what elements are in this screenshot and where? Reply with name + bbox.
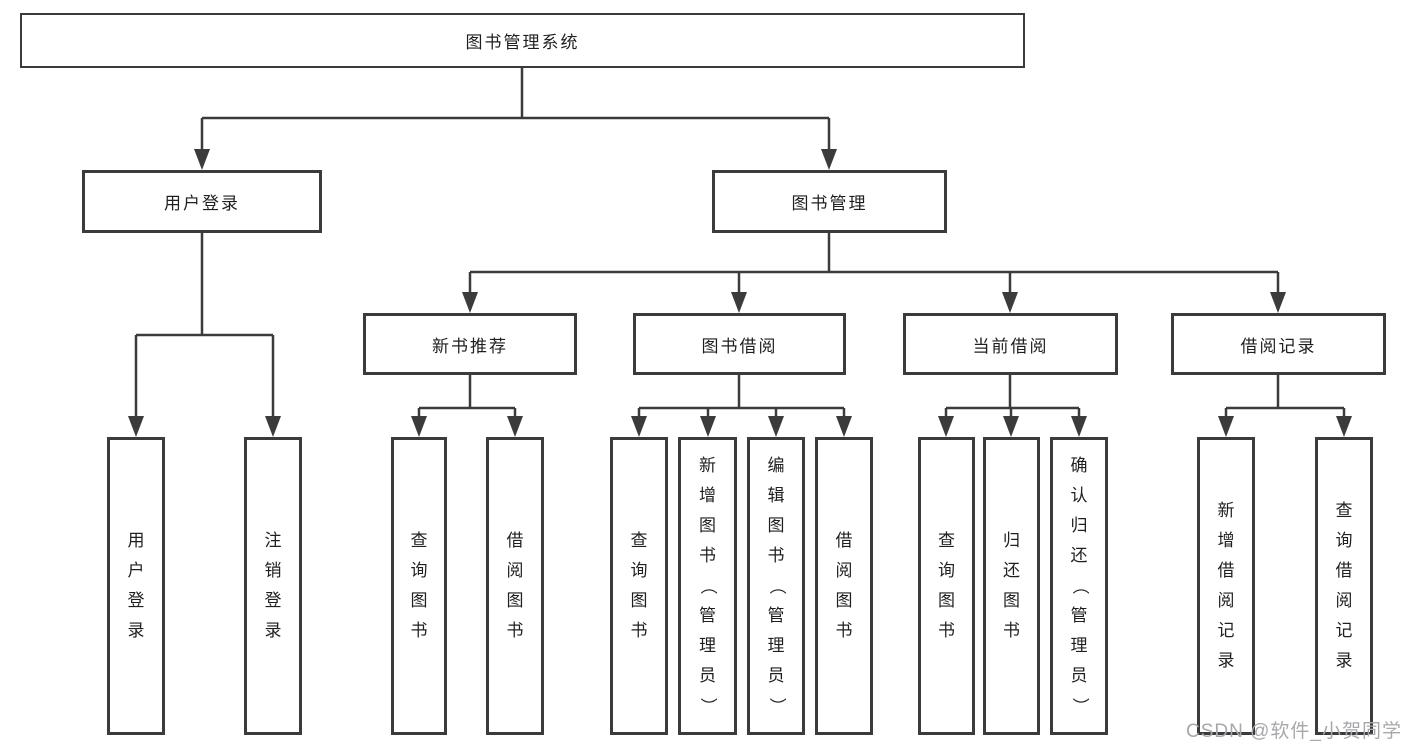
node-label: 注销登录 bbox=[264, 531, 282, 640]
node-book-management: 图书管理 bbox=[712, 170, 947, 233]
node-label: 当前借阅 bbox=[972, 336, 1049, 356]
leaf-logout: 注销登录 bbox=[244, 437, 302, 735]
node-label: 查询借阅记录 bbox=[1335, 501, 1353, 670]
node-label: 新增图书（管理员） bbox=[698, 456, 718, 715]
node-label: 确认归还（管理员） bbox=[1070, 456, 1089, 715]
node-new-book-recommendation: 新书推荐 bbox=[363, 313, 577, 375]
node-current-borrowing: 当前借阅 bbox=[903, 313, 1118, 375]
leaf-edit-books-admin: 编辑图书（管理员） bbox=[747, 437, 805, 735]
leaf-confirm-return-admin: 确认归还（管理员） bbox=[1050, 437, 1108, 735]
node-label: 查询图书 bbox=[938, 531, 955, 640]
node-label: 借阅图书 bbox=[835, 531, 853, 640]
leaf-query-borrow-record: 查询借阅记录 bbox=[1315, 437, 1373, 735]
watermark: CSDN @软件_小贺同学 bbox=[1186, 721, 1402, 742]
node-label: 新增借阅记录 bbox=[1217, 501, 1235, 670]
node-label: 借阅图书 bbox=[506, 531, 524, 640]
node-label: 编辑图书（管理员） bbox=[767, 456, 786, 715]
leaf-borrow-books-recommend: 借阅图书 bbox=[486, 437, 544, 735]
leaf-add-borrow-record: 新增借阅记录 bbox=[1197, 437, 1255, 735]
node-label: 查询图书 bbox=[410, 531, 428, 640]
node-label: 用户登录 bbox=[164, 194, 240, 213]
node-label: 借阅记录 bbox=[1240, 336, 1317, 356]
leaf-add-books-admin: 新增图书（管理员） bbox=[678, 437, 737, 735]
node-label: 查询图书 bbox=[630, 531, 648, 640]
node-label: 图书管理 bbox=[791, 194, 868, 213]
node-label: 新书推荐 bbox=[432, 336, 508, 356]
node-borrowing-records: 借阅记录 bbox=[1171, 313, 1386, 375]
leaf-user-login: 用户登录 bbox=[107, 437, 165, 735]
leaf-borrow-books: 借阅图书 bbox=[815, 437, 873, 735]
arrowheads bbox=[128, 149, 1352, 437]
leaf-query-books-current: 查询图书 bbox=[918, 437, 975, 735]
leaf-return-books: 归还图书 bbox=[983, 437, 1040, 735]
leaf-query-books-borrow: 查询图书 bbox=[610, 437, 668, 735]
node-user-login: 用户登录 bbox=[82, 170, 322, 233]
node-label: 图书管理系统 bbox=[465, 33, 580, 52]
node-library-management-system: 图书管理系统 bbox=[20, 13, 1025, 68]
leaf-query-books-recommend: 查询图书 bbox=[391, 437, 447, 735]
node-label: 归还图书 bbox=[1003, 531, 1020, 640]
node-book-borrowing: 图书借阅 bbox=[633, 313, 846, 375]
node-label: 图书借阅 bbox=[701, 336, 778, 356]
node-label: 用户登录 bbox=[127, 531, 145, 640]
